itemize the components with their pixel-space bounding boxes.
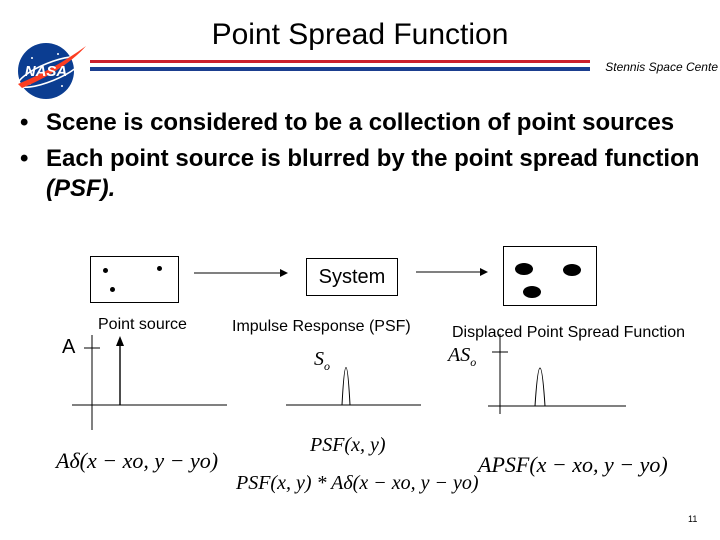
amplitude-label: A [62, 336, 76, 358]
bullet-dot-icon: • [20, 109, 29, 136]
equation-point-source: Aδ(x − xo, y − yo) [56, 448, 219, 473]
point-source-dot [157, 266, 162, 271]
svg-text:NASA: NASA [25, 63, 68, 80]
point-source-dot [103, 268, 108, 273]
displaced-psf-plot [488, 334, 628, 414]
bullet-list: • Scene is considered to be a collection… [20, 108, 710, 210]
point-source-dot [110, 287, 115, 292]
bullet-text: Scene is considered to be a collection o… [46, 109, 675, 136]
system-box: System [306, 258, 398, 296]
header-rule-blue [90, 67, 590, 71]
bullet-item: • Each point source is blurred by the po… [20, 144, 710, 204]
equation-apsf: APSF(x − xo, y − yo) [478, 452, 668, 477]
nasa-logo: NASA [12, 38, 90, 104]
bullet-emphasis: (PSF). [46, 175, 116, 202]
aso-label: ASo [448, 344, 477, 369]
equation-psf: PSF(x, y) [310, 434, 386, 456]
bullet-dot-icon: • [20, 145, 29, 172]
header-rule-red [90, 60, 590, 63]
caption-impulse-response: Impulse Response (PSF) [232, 318, 411, 335]
flow-arrows [180, 262, 500, 282]
equation-convolution: PSF(x, y) * Aδ(x − xo, y − yo) [236, 472, 479, 494]
caption-displaced-psf: Displaced Point Spread Function [452, 324, 686, 341]
caption-point-source: Point source [98, 316, 187, 333]
organization-label: Stennis Space Cente [605, 60, 718, 74]
delta-plot [72, 330, 232, 430]
system-label: System [318, 266, 386, 288]
psf-plot [286, 330, 426, 410]
bullet-text: Each point source is blurred by the poin… [46, 145, 700, 172]
page-number: 11 [688, 514, 698, 524]
so-label: So [314, 348, 330, 373]
bullet-item: • Scene is considered to be a collection… [20, 108, 710, 138]
blurred-spot [515, 263, 533, 275]
output-points-box [503, 246, 597, 306]
blurred-spot [523, 286, 541, 298]
input-points-box [90, 256, 179, 303]
page-title: Point Spread Function [211, 18, 509, 51]
blurred-spot [563, 264, 581, 276]
